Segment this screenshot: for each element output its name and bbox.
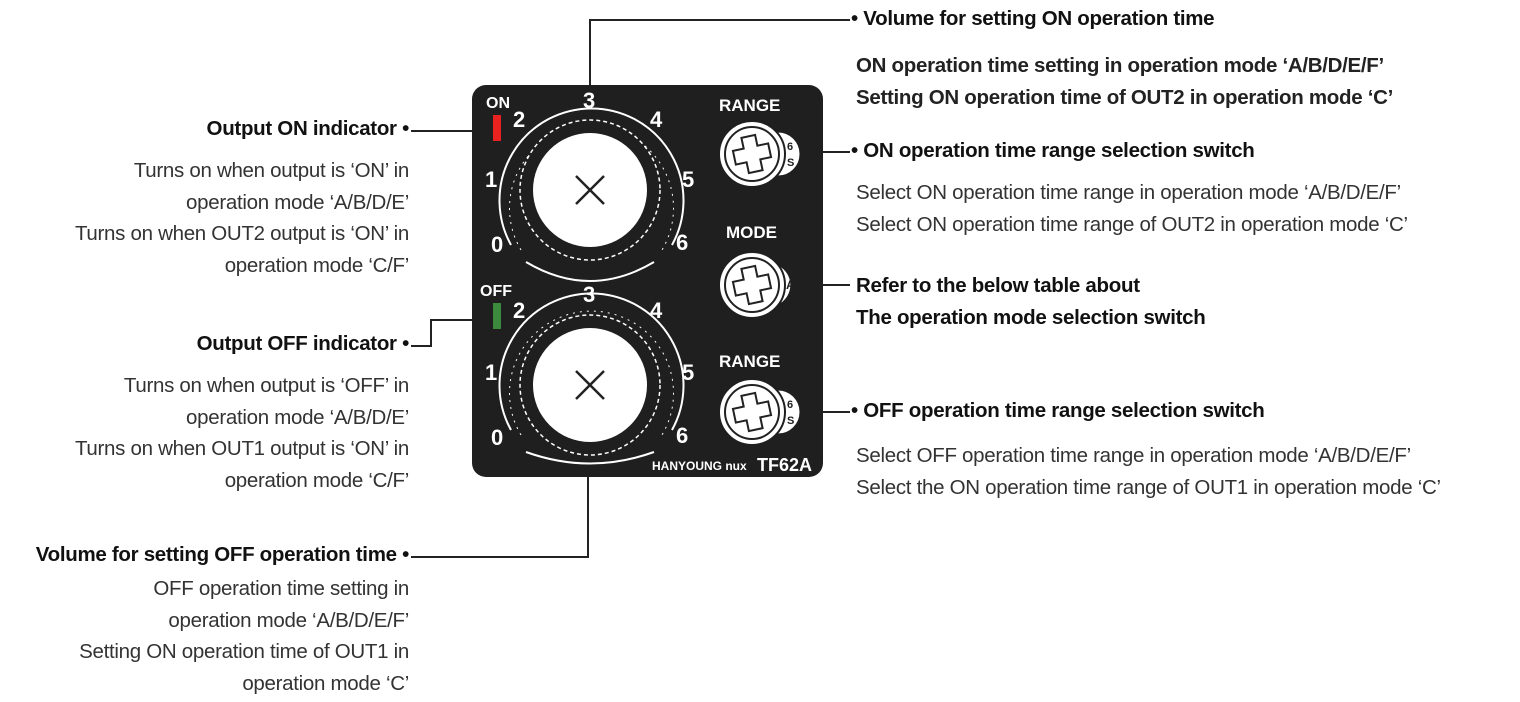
range-label-top: RANGE [719, 96, 780, 115]
output-off-indicator-title: Output OFF indicator • [196, 332, 410, 355]
dial-number: 4 [650, 107, 663, 132]
output-on-led [493, 115, 501, 141]
on-range-switch-title: • ON operation time range selection swit… [851, 139, 1255, 162]
mode-switch-description: Refer to the below table about The opera… [856, 270, 1206, 334]
range-position: S [787, 157, 794, 169]
description-line: operation mode ‘C/F’ [224, 468, 410, 492]
description-line: operation mode ‘C/F’ [224, 253, 410, 277]
dial-number: 6 [676, 423, 688, 448]
off-range-switch-description: Select OFF operation time range in opera… [856, 440, 1441, 503]
dial-number: 1 [485, 167, 497, 192]
on-label: ON [486, 95, 510, 112]
output-on-indicator-title: Output ON indicator • [206, 117, 410, 140]
on-range-switch[interactable]: 6 S [718, 120, 801, 188]
volume-off-title: Volume for setting OFF operation time • [35, 543, 410, 566]
off-range-switch-title: • OFF operation time range selection swi… [851, 399, 1265, 422]
mode-label: MODE [726, 223, 777, 242]
description-line: Select ON operation time range of OUT2 i… [856, 212, 1408, 236]
description-line: The operation mode selection switch [856, 306, 1206, 329]
description-line: Refer to the below table about [856, 274, 1140, 297]
off-range-switch[interactable]: 6 S [718, 378, 801, 446]
output-on-indicator-description: Turns on when output is ‘ON’ in operatio… [75, 155, 409, 281]
description-line: Setting ON operation time of OUT1 in [79, 640, 409, 663]
on-range-switch-description: Select ON operation time range in operat… [856, 177, 1408, 240]
dial-number: 3 [583, 282, 595, 307]
range-position: 6 [787, 399, 793, 411]
description-line: Turns on when OUT2 output is ‘ON’ in [74, 222, 409, 245]
dial-number: 6 [676, 230, 688, 255]
description-line: Select the ON operation time range of OU… [856, 475, 1441, 499]
description-line: operation mode ‘C’ [242, 671, 409, 695]
dial-number: 2 [513, 298, 525, 323]
dial-number: 3 [583, 88, 595, 113]
description-line: Turns on when output is ‘OFF’ in [123, 374, 409, 397]
dial-number: 1 [485, 360, 497, 385]
volume-on-title: • Volume for setting ON operation time [851, 7, 1215, 30]
dial-number: 5 [682, 360, 694, 385]
description-line: Select ON operation time range in operat… [856, 181, 1401, 204]
off-time-volume-dial[interactable]: 0 1 2 3 4 5 6 [485, 282, 694, 465]
brand-logo: HANYOUNG nux [652, 459, 747, 473]
description-line: Setting ON operation time of OUT2 in ope… [856, 85, 1394, 109]
description-line: operation mode ‘A/B/D/E’ [186, 405, 409, 429]
description-line: ON operation time setting in operation m… [856, 54, 1384, 77]
description-line: Turns on when output is ‘ON’ in [133, 159, 409, 182]
dial-number: 0 [491, 425, 503, 450]
mode-switch[interactable]: A [718, 251, 795, 319]
range-position: S [787, 415, 794, 427]
description-line: Turns on when OUT1 output is ‘ON’ in [74, 437, 409, 460]
description-line: OFF operation time setting in [153, 577, 409, 600]
dial-number: 4 [650, 298, 663, 323]
on-time-volume-dial[interactable]: 0 1 2 3 4 5 6 [485, 88, 694, 282]
mode-position: A [786, 278, 795, 292]
off-label: OFF [480, 283, 512, 300]
output-off-led [493, 303, 501, 329]
description-line: operation mode ‘A/B/D/E’ [186, 190, 409, 214]
dial-number: 0 [491, 232, 503, 257]
description-line: operation mode ‘A/B/D/E/F’ [168, 608, 409, 632]
volume-on-description: ON operation time setting in operation m… [856, 50, 1393, 113]
description-line: Select OFF operation time range in opera… [856, 444, 1411, 467]
dial-number: 2 [513, 107, 525, 132]
range-position: 6 [787, 141, 793, 153]
volume-off-description: OFF operation time setting in operation … [79, 573, 409, 699]
output-off-indicator-description: Turns on when output is ‘OFF’ in operati… [75, 370, 409, 496]
dial-number: 5 [682, 167, 694, 192]
model-name: TF62A [757, 455, 812, 475]
range-label-bottom: RANGE [719, 352, 780, 371]
